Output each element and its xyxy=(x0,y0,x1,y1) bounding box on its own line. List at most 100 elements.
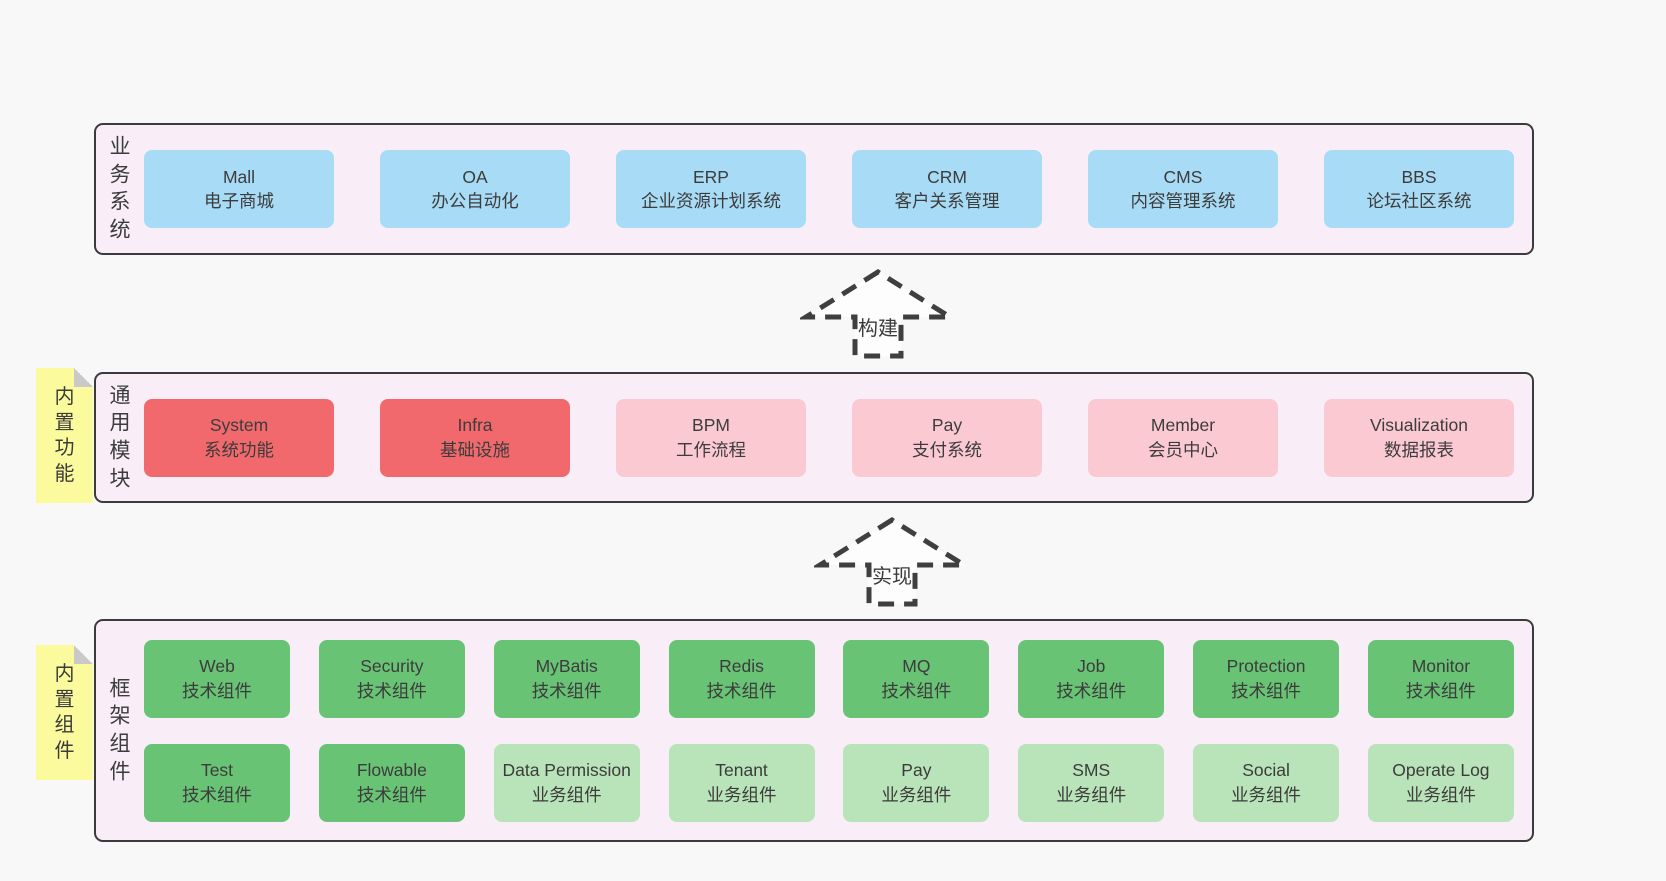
box-subtitle: 办公自动化 xyxy=(431,191,519,211)
box-subtitle: 基础设施 xyxy=(440,439,510,460)
box-sms: SMS 业务组件 xyxy=(1018,743,1165,822)
box-flowable: Flowable 技术组件 xyxy=(318,743,465,822)
box-subtitle: 技术组件 xyxy=(356,784,427,805)
box-subtitle: 电子商城 xyxy=(204,191,274,211)
box-title: Member xyxy=(1150,415,1216,435)
box-subtitle: 业务组件 xyxy=(531,784,602,805)
sticky-note-builtin-components: 内置组件 xyxy=(36,645,93,780)
box-subtitle: 业务组件 xyxy=(706,784,777,805)
box-subtitle: 系统功能 xyxy=(204,439,274,460)
box-subtitle: 业务组件 xyxy=(1405,784,1476,805)
implement-arrow: 实现 xyxy=(814,516,970,608)
box-mq: MQ 技术组件 xyxy=(843,639,990,718)
box-redis: Redis 技术组件 xyxy=(668,639,815,718)
box-subtitle: 技术组件 xyxy=(531,680,602,701)
sticky-note-builtin-features: 内置功能 xyxy=(36,368,93,503)
box-job: Job 技术组件 xyxy=(1018,639,1165,718)
box-member: Member 会员中心 xyxy=(1088,398,1278,477)
box-subtitle: 业务组件 xyxy=(881,784,952,805)
implement-arrow-label: 实现 xyxy=(872,566,912,588)
box-subtitle: 企业资源计划系统 xyxy=(641,191,781,211)
box-title: Pay xyxy=(901,760,932,780)
box-cms: CMS 内容管理系统 xyxy=(1088,150,1278,228)
box-web: Web 技术组件 xyxy=(144,639,290,718)
sticky-note-builtin-features-label: 内置功能 xyxy=(54,386,75,485)
box-subtitle: 技术组件 xyxy=(356,680,427,701)
box-title: MyBatis xyxy=(535,656,598,676)
box-title: Test xyxy=(200,760,234,780)
box-social: Social 业务组件 xyxy=(1193,743,1340,822)
box-subtitle: 会员中心 xyxy=(1148,439,1218,460)
box-title: BPM xyxy=(692,415,730,435)
up-arrow-icon xyxy=(800,269,956,359)
build-arrow-label: 构建 xyxy=(858,318,898,340)
box-title: Flowable xyxy=(356,760,427,780)
box-subtitle: 技术组件 xyxy=(706,680,777,701)
box-visualization: Visualization 数据报表 xyxy=(1324,398,1514,477)
box-title: BBS xyxy=(1401,166,1437,187)
box-title: Visualization xyxy=(1370,415,1468,435)
box-data-permission: Data Permission 业务组件 xyxy=(493,743,640,822)
box-operate-log: Operate Log 业务组件 xyxy=(1367,743,1514,822)
box-title: Security xyxy=(360,656,424,676)
box-subtitle: 支付系统 xyxy=(912,439,982,460)
up-arrow-icon xyxy=(814,517,970,607)
box-subtitle: 业务组件 xyxy=(1231,784,1302,805)
box-subtitle: 技术组件 xyxy=(1405,680,1476,701)
box-subtitle: 技术组件 xyxy=(182,784,252,805)
box-title: Tenant xyxy=(715,760,768,780)
box-monitor: Monitor 技术组件 xyxy=(1367,639,1514,718)
box-title: Pay xyxy=(931,415,963,435)
box-title: Web xyxy=(199,656,235,676)
sticky-note-builtin-components-label: 内置组件 xyxy=(54,663,75,762)
box-title: Data Permission xyxy=(502,760,631,780)
box-title: CRM xyxy=(927,166,967,187)
box-system: System 系统功能 xyxy=(144,398,334,477)
box-subtitle: 技术组件 xyxy=(881,680,952,701)
box-title: Operate Log xyxy=(1392,760,1490,780)
box-title: ERP xyxy=(693,166,729,187)
box-title: Monitor xyxy=(1411,656,1471,676)
box-title: Infra xyxy=(457,415,493,435)
box-title: Social xyxy=(1242,760,1290,780)
box-test: Test 技术组件 xyxy=(144,743,290,822)
box-title: Job xyxy=(1077,656,1106,676)
box-bpm: BPM 工作流程 xyxy=(616,398,806,477)
box-security: Security 技术组件 xyxy=(318,639,465,718)
band-business-side-label: 业务系统 xyxy=(109,135,131,242)
box-subtitle: 工作流程 xyxy=(676,439,746,460)
box-title: OA xyxy=(462,166,488,187)
box-subtitle: 技术组件 xyxy=(1056,680,1127,701)
box-protection: Protection 技术组件 xyxy=(1193,639,1340,718)
box-oa: OA 办公自动化 xyxy=(380,150,570,228)
box-subtitle: 数据报表 xyxy=(1384,439,1454,460)
box-title: Redis xyxy=(719,656,764,676)
box-subtitle: 内容管理系统 xyxy=(1130,191,1236,211)
modules-box-row: System 系统功能 Infra 基础设施 BPM 工作流程 Pay 支付系统 Member 会… xyxy=(144,398,1514,477)
box-pay: Pay 支付系统 xyxy=(852,398,1042,477)
box-bbs: BBS 论坛社区系统 xyxy=(1324,150,1514,228)
box-subtitle: 客户关系管理 xyxy=(894,191,1000,211)
box-subtitle: 技术组件 xyxy=(1231,680,1302,701)
box-subtitle: 论坛社区系统 xyxy=(1366,191,1472,211)
band-framework-side-label: 框架组件 xyxy=(109,677,131,784)
band-modules-side-label: 通用模块 xyxy=(109,384,131,491)
box-erp: ERP 企业资源计划系统 xyxy=(616,150,806,228)
box-subtitle: 技术组件 xyxy=(182,680,252,701)
box-title: CMS xyxy=(1163,166,1203,187)
box-title: System xyxy=(209,415,269,435)
box-tenant: Tenant 业务组件 xyxy=(668,743,815,822)
box-pay: Pay 业务组件 xyxy=(843,743,990,822)
box-title: SMS xyxy=(1072,760,1111,780)
box-title: MQ xyxy=(902,656,931,676)
box-title: Protection xyxy=(1226,656,1306,676)
box-subtitle: 业务组件 xyxy=(1056,784,1127,805)
